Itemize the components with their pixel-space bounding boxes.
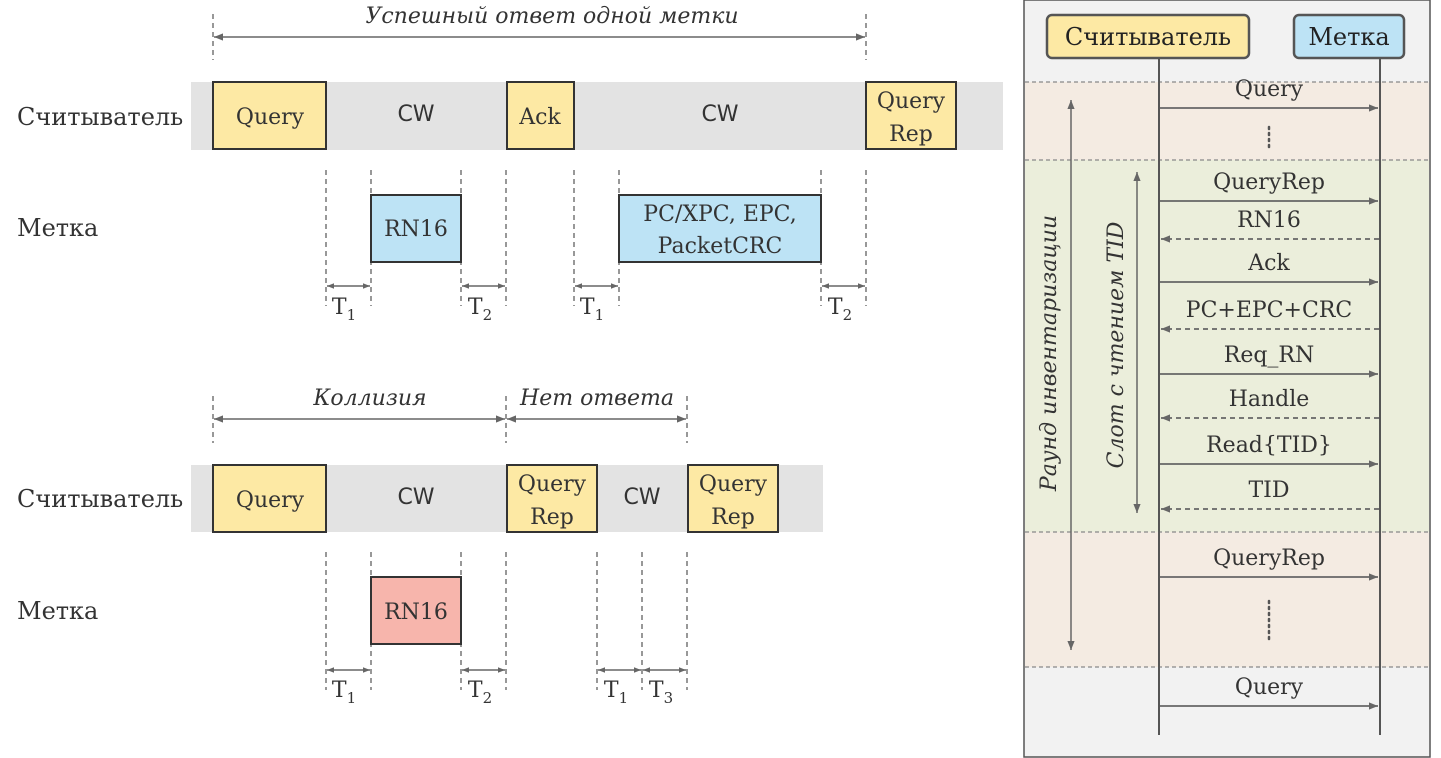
- band-separators: [1025, 81, 1429, 668]
- bottom-rn16-collision-block: [370, 576, 462, 645]
- msg-label-query: Query: [1235, 77, 1304, 102]
- sequence-messages: Query QueryRep RN16 Ack PC+EPC+CRC Req_R…: [1160, 77, 1379, 710]
- reader-header-label: Считыватель: [1065, 23, 1231, 51]
- no-response-label: Нет ответа: [519, 386, 674, 411]
- msg-label-tid: TID: [1248, 478, 1289, 503]
- top-queryrep-block: [865, 81, 957, 150]
- collision-label: Коллизия: [312, 386, 426, 411]
- sequence-diagram: Считыватель Метка Раунд инвентаризации С…: [1023, 0, 1431, 758]
- bottom-guides: [325, 552, 688, 690]
- round-label: Раунд инвентаризации: [1037, 215, 1062, 492]
- top-interval-t1: T1: [580, 295, 604, 324]
- msg-label-pc-epc-crc: PC+EPC+CRC: [1186, 298, 1352, 323]
- top-ack-label: Ack: [518, 105, 561, 130]
- tag-header-label: Метка: [1308, 23, 1389, 51]
- bottom-interval-t2: T2: [468, 678, 492, 707]
- bottom-query-label: Query: [236, 488, 305, 513]
- top-rn16-block: [370, 194, 462, 263]
- tag-header: [1292, 13, 1406, 60]
- bottom-cw-label: CW: [397, 485, 434, 510]
- round-band: [1025, 532, 1429, 667]
- reader-header: [1045, 13, 1251, 60]
- top-rn16-label: RN16: [384, 217, 448, 242]
- msg-label-handle: Handle: [1229, 387, 1310, 412]
- round-band: [1025, 82, 1429, 160]
- top-epc-label-line2: PacketCRC: [658, 234, 783, 259]
- msg-label-ack: Ack: [1247, 251, 1290, 276]
- top-queryrep-label-line2: Rep: [889, 122, 933, 147]
- top-tag-row-label: Метка: [17, 214, 98, 242]
- msg-label-req-rn: Req_RN: [1224, 343, 1314, 368]
- bottom-queryrep-label-line2: Rep: [711, 505, 755, 530]
- bottom-interval-t3: T3: [649, 678, 673, 707]
- top-query-block: [212, 81, 327, 150]
- top-queryrep-label-line1: Query: [877, 89, 946, 114]
- msg-label-rn16: RN16: [1237, 208, 1301, 233]
- bottom-interval-t1: T1: [604, 678, 628, 707]
- bottom-queryrep-block: [506, 464, 598, 533]
- top-cw-label: CW: [701, 102, 738, 127]
- slot-band: [1025, 160, 1429, 532]
- bottom-queryrep-label-line1: Query: [518, 472, 587, 497]
- bottom-rn16-label: RN16: [384, 600, 448, 625]
- bottom-queryrep-label-line2: Rep: [530, 505, 574, 530]
- top-cw-label: CW: [397, 102, 434, 127]
- top-query-label: Query: [236, 105, 305, 130]
- bottom-reader-row-label: Считыватель: [17, 485, 183, 513]
- bottom-query-block: [212, 464, 327, 533]
- timing-top: Успешный ответ одной метки Считыватель М…: [17, 4, 1003, 324]
- msg-label-queryrep: QueryRep: [1213, 546, 1325, 571]
- msg-label-query: Query: [1235, 675, 1304, 700]
- top-interval-t2: T2: [828, 295, 852, 324]
- slot-label: Слот с чтением TID: [1104, 221, 1129, 468]
- msg-label-queryrep: QueryRep: [1213, 170, 1325, 195]
- bottom-tag-row-label: Метка: [17, 597, 98, 625]
- timing-bottom: Коллизия Нет ответа Считыватель Метка CW…: [17, 386, 823, 707]
- top-epc-label-line1: PC/XPC, EPC,: [643, 202, 796, 227]
- top-reader-row-label: Считыватель: [17, 103, 183, 131]
- top-epc-block: [618, 194, 822, 263]
- bottom-interval-t1: T1: [332, 678, 356, 707]
- msg-label-read-tid: Read{TID}: [1206, 433, 1332, 458]
- top-title: Успешный ответ одной метки: [365, 4, 738, 29]
- bottom-queryrep-block: [687, 464, 779, 533]
- bottom-queryrep-label-line1: Query: [699, 472, 768, 497]
- top-interval-t2: T2: [468, 295, 492, 324]
- top-interval-t1: T1: [332, 295, 356, 324]
- top-ack-block: [506, 81, 575, 150]
- bottom-cw-label: CW: [623, 485, 660, 510]
